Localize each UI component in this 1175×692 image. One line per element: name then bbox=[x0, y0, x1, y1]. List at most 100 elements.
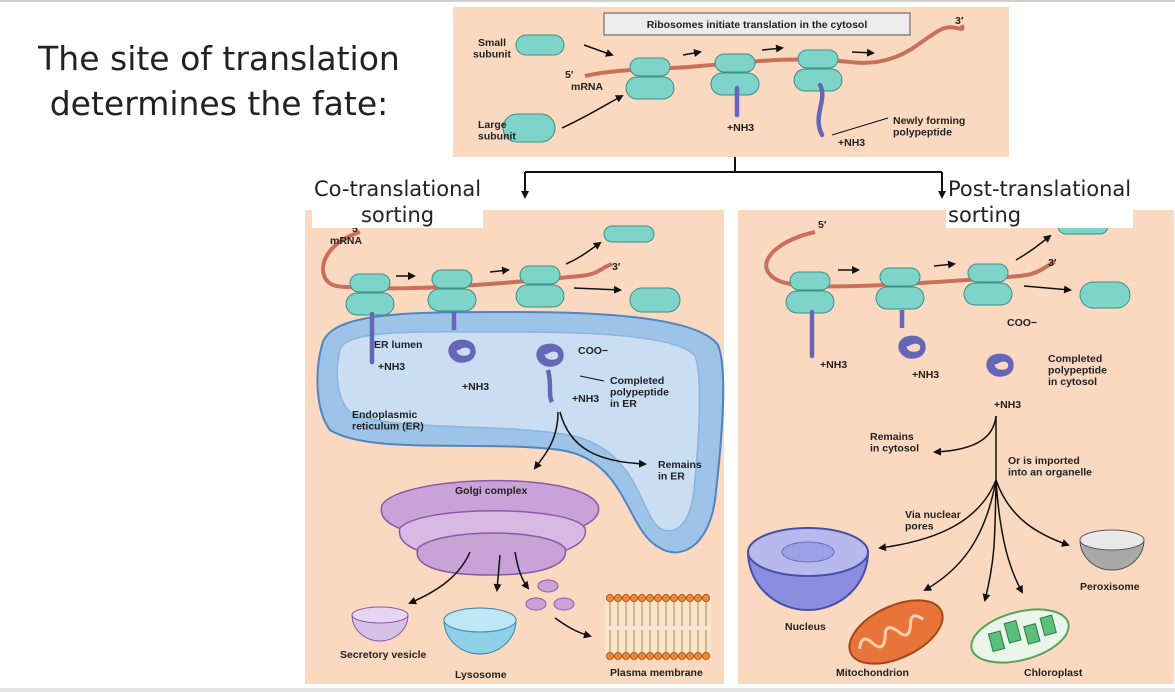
arrow bbox=[1023, 285, 1072, 294]
chloroplast-granum bbox=[1023, 623, 1041, 645]
arrow bbox=[933, 260, 956, 269]
phospholipid-head bbox=[621, 651, 631, 661]
left-free-small-subunit bbox=[603, 225, 655, 243]
arrow bbox=[1015, 234, 1052, 261]
phospholipid-head bbox=[653, 593, 663, 603]
arrow bbox=[995, 479, 1023, 594]
top-mrna-label: mRNA bbox=[571, 81, 604, 93]
chloroplast-label: Chloroplast bbox=[1024, 667, 1083, 679]
nucleolus bbox=[781, 541, 835, 563]
top-border bbox=[0, 0, 1175, 2]
mitochondrion-cristae bbox=[858, 614, 925, 650]
golgi-vesicle-3 bbox=[553, 597, 575, 611]
arrow bbox=[489, 266, 510, 275]
top-panel-header: Ribosomes initiate translation in the cy… bbox=[647, 19, 868, 31]
right-three-prime: 3′ bbox=[1048, 257, 1057, 269]
top-nh3-2: +NH3 bbox=[838, 137, 865, 149]
right-nh3-3: +NH3 bbox=[994, 399, 1021, 411]
chloroplast-granum bbox=[1039, 614, 1057, 637]
left-mrna-label: mRNA bbox=[330, 235, 363, 247]
arrow bbox=[761, 44, 784, 53]
phospholipid-head bbox=[629, 593, 639, 603]
golgi-label: Golgi complex bbox=[455, 485, 528, 497]
branch-line bbox=[525, 157, 942, 173]
left-nh3-1: +NH3 bbox=[378, 361, 405, 373]
arrow bbox=[408, 551, 471, 605]
er-lumen-label: ER lumen bbox=[374, 339, 422, 351]
phospholipid-head bbox=[621, 593, 631, 603]
arrow bbox=[923, 479, 997, 591]
left-ribosome-1 bbox=[345, 273, 395, 316]
left-ribosome-3 bbox=[515, 265, 565, 308]
phospholipid-head bbox=[685, 593, 695, 603]
top-polypeptide-long bbox=[816, 82, 825, 138]
phospholipid-head bbox=[701, 651, 711, 661]
phospholipid-head bbox=[605, 593, 615, 603]
arrow bbox=[933, 415, 997, 456]
phospholipid-head bbox=[693, 593, 703, 603]
phospholipid-head bbox=[637, 593, 647, 603]
right-nh3-2: +NH3 bbox=[912, 369, 939, 381]
phospholipid-head bbox=[661, 593, 671, 603]
left-nh3-3: +NH3 bbox=[572, 393, 599, 405]
left-coo-label: COO− bbox=[578, 345, 608, 357]
phospholipid-head bbox=[701, 593, 711, 603]
phospholipid-head bbox=[693, 651, 703, 661]
lysosome-top bbox=[443, 607, 517, 633]
phospholipid-head bbox=[637, 651, 647, 661]
plasma-membrane-heads-bottom bbox=[605, 630, 711, 661]
arrow bbox=[573, 285, 622, 294]
chloroplast-granum bbox=[987, 630, 1006, 653]
pointer-line bbox=[831, 117, 889, 136]
arrow bbox=[554, 617, 592, 639]
right-coo-label: COO− bbox=[1007, 317, 1037, 329]
top-three-prime: 3′ bbox=[955, 15, 964, 27]
top-five-prime: 5′ bbox=[565, 69, 574, 81]
nucleus-label: Nucleus bbox=[785, 621, 826, 633]
right-ribosome-1 bbox=[785, 271, 835, 314]
phospholipid-head bbox=[677, 593, 687, 603]
left-five-prime: 5′ bbox=[352, 223, 361, 235]
phospholipid-head bbox=[613, 651, 623, 661]
phospholipid-head bbox=[669, 651, 679, 661]
left-three-prime: 3′ bbox=[612, 261, 621, 273]
top-ribosome-1 bbox=[625, 57, 675, 100]
arrow bbox=[565, 241, 602, 265]
arrow bbox=[559, 411, 647, 468]
arrow bbox=[583, 44, 614, 57]
phospholipid-head bbox=[685, 651, 695, 661]
plasma-membrane-heads-top bbox=[605, 593, 711, 626]
secretory-vesicle-label: Secretory vesicle bbox=[340, 649, 427, 661]
right-nh3-1: +NH3 bbox=[820, 359, 847, 371]
plasma-membrane-label: Plasma membrane bbox=[610, 667, 703, 679]
arrow bbox=[878, 479, 997, 552]
arrow bbox=[561, 95, 624, 129]
top-small-subunit bbox=[515, 34, 565, 56]
arrow bbox=[514, 551, 530, 590]
golgi-vesicle-2 bbox=[525, 597, 547, 611]
phospholipid-head bbox=[605, 651, 615, 661]
phospholipid-head bbox=[677, 651, 687, 661]
golgi-vesicle-1 bbox=[537, 579, 559, 593]
chloroplast-granum bbox=[1003, 619, 1022, 644]
right-ribosome-2 bbox=[875, 267, 925, 310]
phospholipid-head bbox=[645, 593, 655, 603]
left-free-large-subunit bbox=[629, 287, 681, 313]
bottom-border bbox=[0, 688, 1175, 692]
arrow bbox=[851, 48, 875, 57]
left-mrna-strand bbox=[321, 230, 613, 291]
phospholipid-head bbox=[669, 593, 679, 603]
arrow bbox=[533, 411, 559, 470]
left-ribosome-2 bbox=[427, 269, 477, 312]
